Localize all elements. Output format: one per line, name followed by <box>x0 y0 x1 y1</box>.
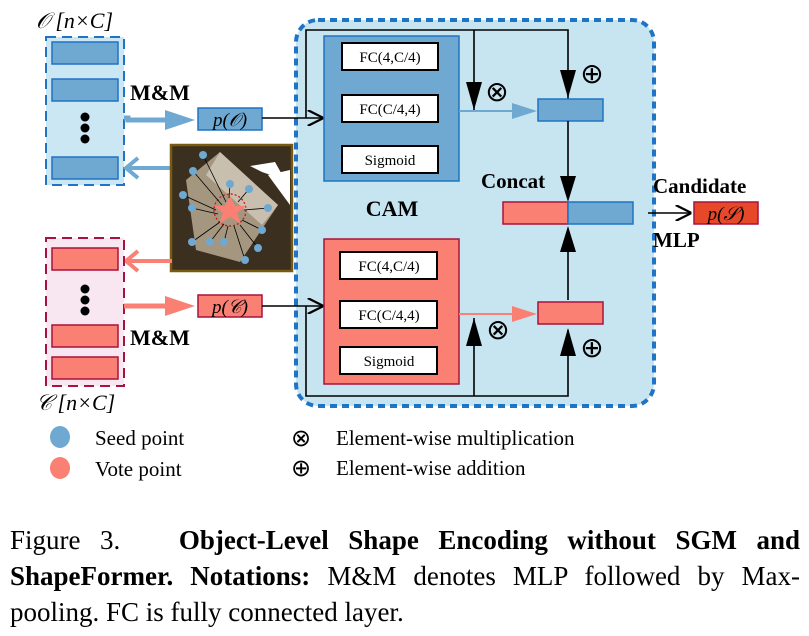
object-set-label: 𝒪 [n×C] <box>36 8 113 33</box>
object-feature-2 <box>51 78 119 102</box>
legend: Seed point Vote point ⊗ Element-wise mul… <box>50 424 575 482</box>
cluster-feature-n-1 <box>51 324 119 348</box>
mult-symbol-top: ⊗ <box>485 75 508 108</box>
cluster-feature-n <box>51 356 119 380</box>
cam-red-fc1: FC(4,C/4) <box>339 251 438 280</box>
legend-mult: Element-wise multiplication <box>336 426 575 450</box>
concat-label: Concat <box>481 169 545 193</box>
mm-top-label: M&M <box>130 80 190 105</box>
concat-red-part <box>502 201 569 225</box>
svg-text:Sigmoid: Sigmoid <box>364 354 415 370</box>
p-cluster-label: p(𝒞) <box>210 297 248 318</box>
svg-text:FC(C/4,4): FC(C/4,4) <box>358 308 419 324</box>
p-shape-box <box>693 201 759 225</box>
seed-point-icon <box>50 426 70 448</box>
legend-vote: Vote point <box>95 457 182 481</box>
cam-blue-fc2: FC(C/4,4) <box>341 94 439 123</box>
scene-image <box>169 143 294 273</box>
mult-legend-icon: ⊗ <box>291 424 311 452</box>
mult-symbol-bottom: ⊗ <box>486 313 509 346</box>
object-set <box>45 36 125 186</box>
caption-rest: M&M denotes MLP followed by Max-pooling.… <box>10 561 800 627</box>
caption-bold: Object-Level Shape Encoding without SGM … <box>10 525 800 591</box>
svg-text:FC(4,C/4): FC(4,C/4) <box>359 50 420 66</box>
mlp-label: MLP <box>653 228 700 252</box>
add-legend-icon: ⊕ <box>291 454 311 482</box>
svg-text:FC(4,C/4): FC(4,C/4) <box>358 259 419 275</box>
object-feature-1 <box>51 41 119 65</box>
cam-blue-sigmoid: Sigmoid <box>341 145 439 174</box>
cluster-feature-1 <box>51 247 119 271</box>
blue-result-bar <box>537 98 604 122</box>
p-object-box <box>197 107 263 131</box>
cluster-set-label: 𝒞 [n×C] <box>36 390 115 415</box>
mm-bottom-label: M&M <box>130 325 190 350</box>
red-result-bar <box>537 301 604 325</box>
figure-caption: Figure 3. Object-Level Shape Encoding wi… <box>10 522 800 630</box>
cam-red-sigmoid: Sigmoid <box>339 346 438 375</box>
vote-point-icon <box>50 457 70 479</box>
caption-prefix: Figure 3. <box>10 525 121 555</box>
object-feature-n <box>51 156 119 180</box>
add-symbol-bottom: ⊕ <box>580 331 603 364</box>
p-shape-label: p(𝒮) <box>706 204 745 225</box>
p-object-label: p(𝒪) <box>211 110 247 131</box>
cam-blue-fc1: FC(4,C/4) <box>341 42 439 71</box>
cam-red-fc2: FC(C/4,4) <box>339 300 438 329</box>
concat-blue-part <box>567 201 634 225</box>
cluster-set <box>45 237 125 387</box>
candidate-label: Candidate <box>653 174 746 198</box>
svg-text:FC(C/4,4): FC(C/4,4) <box>359 102 420 118</box>
svg-text:Sigmoid: Sigmoid <box>365 153 416 169</box>
add-symbol-top: ⊕ <box>580 57 603 90</box>
legend-seed: Seed point <box>95 426 184 450</box>
legend-add: Element-wise addition <box>336 456 526 480</box>
cam-label: CAM <box>366 196 419 221</box>
